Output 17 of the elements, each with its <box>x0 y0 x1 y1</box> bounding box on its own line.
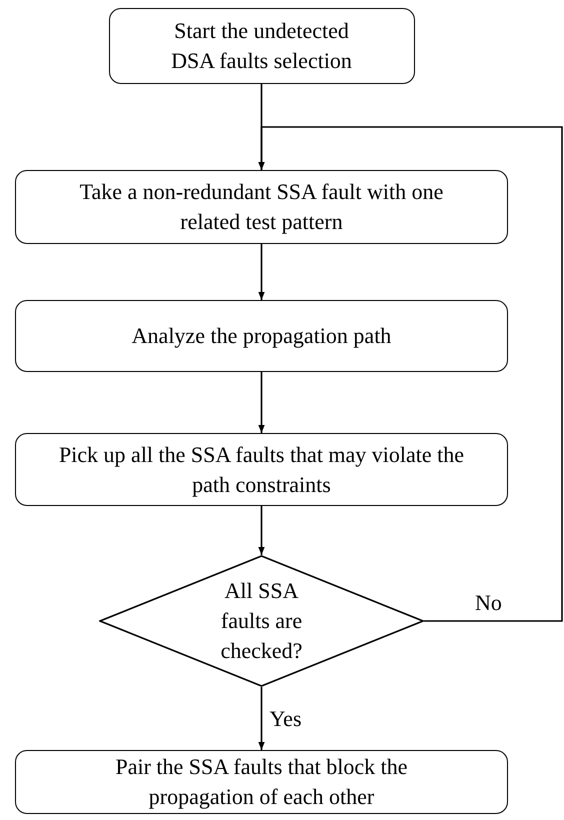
process-box <box>108 8 414 84</box>
process-box <box>15 300 508 372</box>
node-text: All SSA faults are checked? <box>220 577 304 665</box>
decision-diamond <box>99 555 424 687</box>
arrow <box>258 372 265 433</box>
node-text: Start the undetected DSA faults selection <box>170 17 353 75</box>
node-text: Analyze the propagation path <box>132 322 392 350</box>
node-text: Pair the SSA faults that block the propagation of each other <box>114 753 409 811</box>
node-text: Pick up all the SSA faults that may violate the path constraints <box>58 440 466 499</box>
arrow <box>258 126 563 622</box>
process-box <box>15 170 508 244</box>
arrow <box>258 244 265 300</box>
node-text: Take a non-redundant SSA fault with one related test pattern <box>78 178 444 236</box>
process-box <box>15 750 508 814</box>
process-box <box>15 433 508 506</box>
arrow <box>258 687 265 750</box>
arrow <box>258 506 265 555</box>
